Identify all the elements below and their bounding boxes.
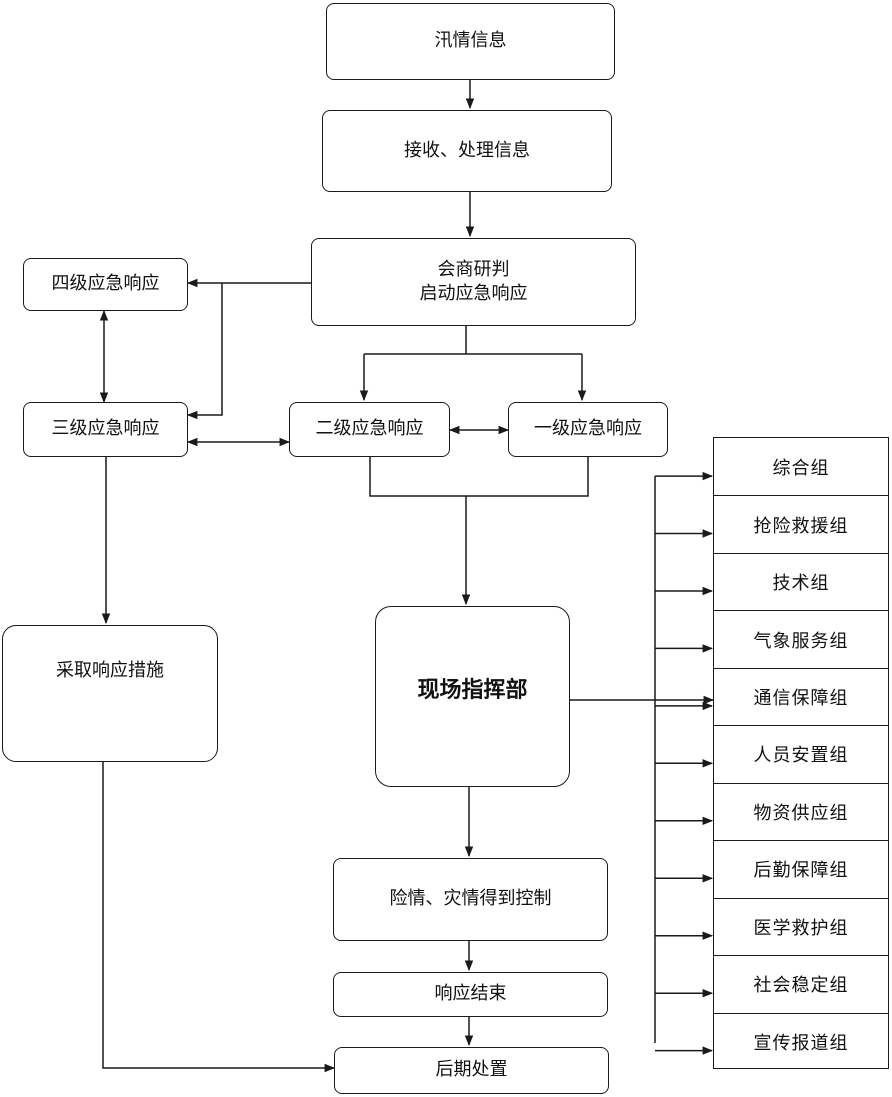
receive-process-label: 接收、处理信息	[404, 139, 530, 161]
group-cell: 抢险救援组	[714, 495, 888, 552]
consult-judge-label: 会商研判 启动应急响应	[419, 258, 528, 304]
level1-label: 一级应急响应	[534, 418, 642, 440]
flood-info-label: 汛情信息	[434, 30, 507, 52]
group-cell: 综合组	[714, 438, 888, 495]
level2-label: 二级应急响应	[315, 418, 424, 440]
group-label: 物资供应组	[753, 802, 849, 824]
group-cell: 社会稳定组	[714, 955, 888, 1012]
group-label: 抢险救援组	[753, 515, 849, 537]
work-groups-column: 综合组抢险救援组技术组气象服务组通信保障组人员安置组物资供应组后勤保障组医学救护…	[713, 437, 889, 1069]
aftermath-box: 后期处置	[334, 1047, 609, 1094]
group-label: 医学救护组	[753, 917, 849, 939]
arrow-consult-to-level3	[186, 283, 223, 420]
take-measures-box: 采取响应措施	[2, 625, 218, 762]
group-label: 气象服务组	[753, 630, 849, 652]
group-cell: 通信保障组	[714, 667, 888, 725]
field-command-label: 现场指挥部	[417, 677, 528, 703]
group-cell: 技术组	[714, 552, 888, 610]
group-label: 后勤保障组	[753, 860, 849, 882]
arrow-measures-to-aftermath	[102, 762, 336, 1073]
receive-process-box: 接收、处理信息	[322, 110, 612, 192]
level2-box: 二级应急响应	[289, 402, 450, 457]
group-cell: 物资供应组	[714, 782, 888, 840]
group-cell: 人员安置组	[714, 725, 888, 782]
consult-judge-box: 会商研判 启动应急响应	[311, 238, 636, 326]
aftermath-label: 后期处置	[435, 1059, 508, 1081]
group-cell: 医学救护组	[714, 897, 888, 955]
group-cell: 后勤保障组	[714, 840, 888, 897]
level3-box: 三级应急响应	[23, 402, 188, 457]
field-command-box: 现场指挥部	[375, 606, 570, 787]
group-label: 社会稳定组	[753, 975, 849, 997]
group-cell: 气象服务组	[714, 610, 888, 667]
level4-label: 四级应急响应	[51, 273, 160, 295]
group-cell: 宣传报道组	[714, 1012, 888, 1070]
response-end-box: 响应结束	[333, 972, 608, 1017]
response-end-label: 响应结束	[434, 983, 507, 1005]
level1-box: 一级应急响应	[508, 402, 668, 457]
group-label: 通信保障组	[753, 688, 849, 710]
level3-label: 三级应急响应	[51, 418, 160, 440]
group-label: 技术组	[772, 573, 830, 595]
group-label: 宣传报道组	[753, 1032, 849, 1054]
group-label: 人员安置组	[753, 745, 849, 767]
flood-info-box: 汛情信息	[326, 3, 615, 80]
group-label: 综合组	[772, 457, 830, 479]
danger-controlled-label: 险情、灾情得到控制	[389, 888, 552, 910]
take-measures-label: 采取响应措施	[56, 660, 164, 682]
danger-controlled-box: 险情、灾情得到控制	[333, 858, 608, 941]
level4-box: 四级应急响应	[23, 258, 188, 311]
